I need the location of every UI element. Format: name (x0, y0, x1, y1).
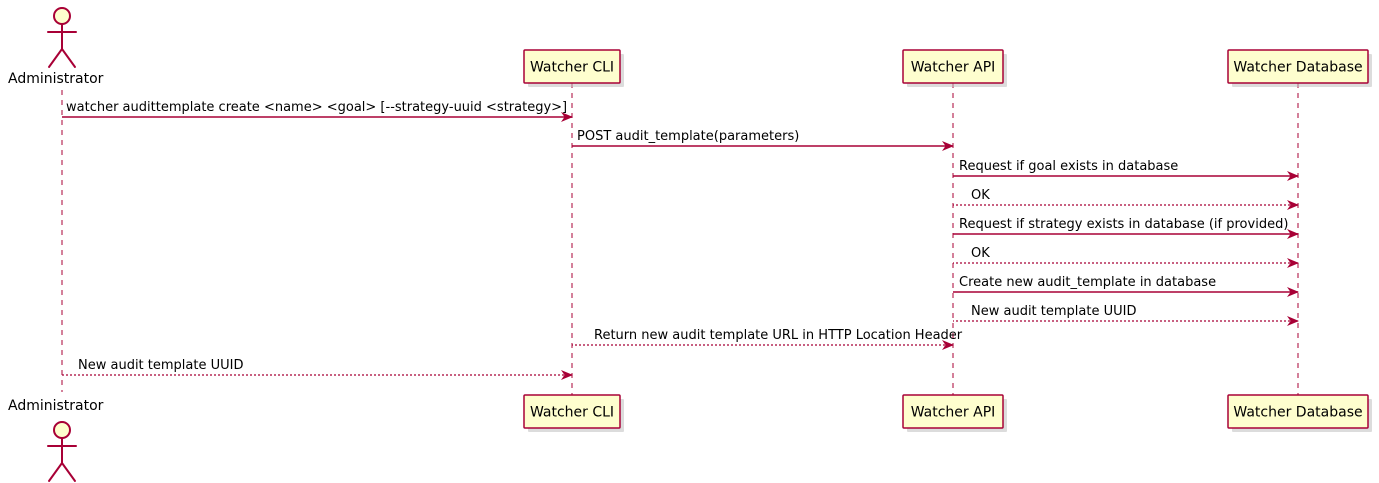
actor-label-administrator: Administrator (8, 71, 104, 87)
participant-label-watcher-database: Watcher Database (1233, 60, 1362, 76)
actor-head-icon (53, 7, 71, 25)
message-label-9: New audit template UUID (78, 358, 243, 373)
actor-label-administrator: Administrator (8, 398, 104, 414)
message-label-4: Request if strategy exists in database (… (959, 217, 1288, 232)
message-label-6: Create new audit_template in database (959, 275, 1216, 290)
participant-box-watcher-api[interactable] (902, 394, 1004, 429)
participant-box-watcher-api[interactable] (902, 49, 1004, 84)
participant-label-watcher-cli: Watcher CLI (530, 60, 614, 76)
participant-label-watcher-database: Watcher Database (1233, 405, 1362, 421)
participant-box-watcher-database[interactable] (1227, 49, 1369, 84)
message-label-3: OK (971, 188, 990, 203)
participant-box-watcher-database[interactable] (1227, 394, 1369, 429)
message-label-1: POST audit_template(parameters) (577, 129, 799, 144)
participant-label-watcher-cli: Watcher CLI (530, 405, 614, 421)
participant-box-watcher-cli[interactable] (523, 49, 621, 84)
actor-leg-left-line (48, 462, 63, 482)
actor-leg-right-line (61, 48, 76, 68)
actor-leg-left-line (48, 48, 63, 68)
message-label-7: New audit template UUID (971, 304, 1136, 319)
message-label-2: Request if goal exists in database (959, 159, 1178, 174)
participant-box-watcher-cli[interactable] (523, 394, 621, 429)
participant-label-watcher-api: Watcher API (911, 60, 996, 76)
participant-label-watcher-api: Watcher API (911, 405, 996, 421)
message-label-8: Return new audit template URL in HTTP Lo… (594, 328, 963, 343)
actor-figure-bottom-administrator[interactable] (47, 421, 77, 482)
actor-head-icon (53, 421, 71, 439)
actor-figure-top-administrator[interactable] (47, 7, 77, 68)
actor-leg-right-line (61, 462, 76, 482)
message-label-5: OK (971, 246, 990, 261)
message-label-0: watcher audittemplate create <name> <goa… (66, 100, 567, 115)
messages-group: watcher audittemplate create <name> <goa… (62, 100, 1299, 380)
